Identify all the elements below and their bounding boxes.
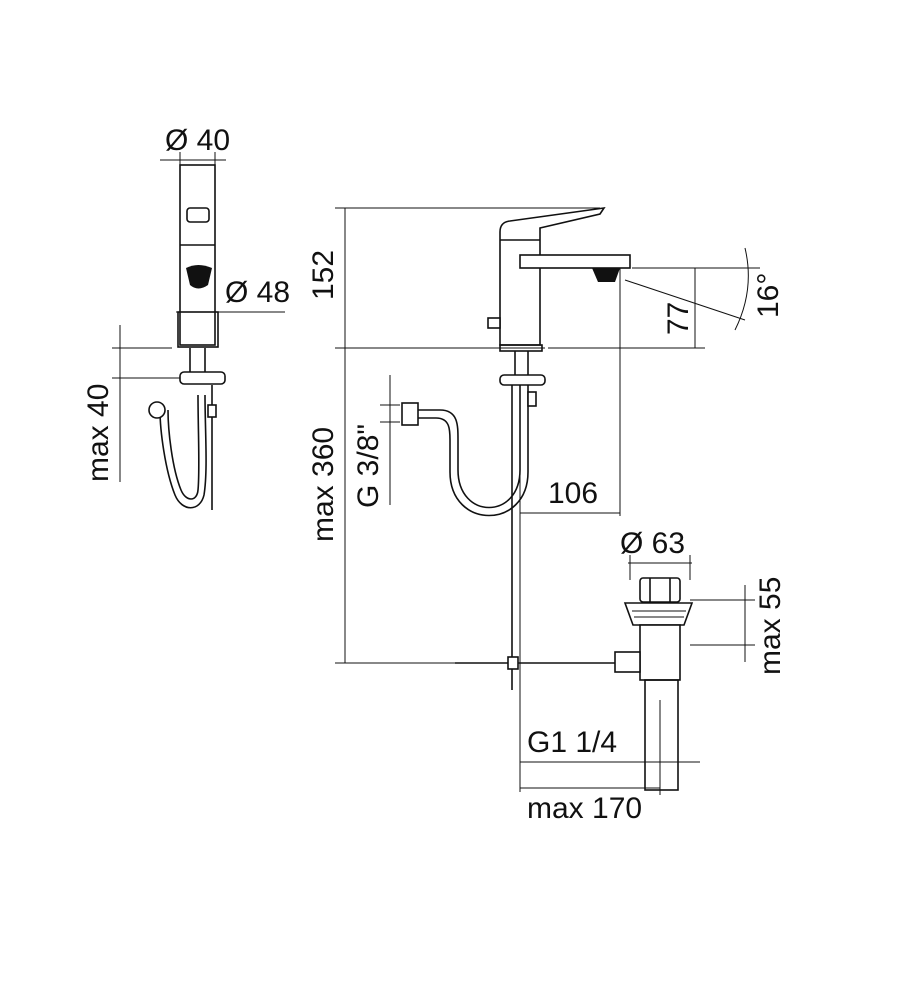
angle-16-label: 16°	[752, 273, 785, 318]
mounting-flange	[179, 371, 226, 385]
spout	[519, 254, 631, 269]
g1-1-4-label: G1 1/4	[527, 726, 617, 759]
height-77-label: 77	[662, 302, 695, 335]
faucet-body	[179, 164, 216, 346]
drain-assembly: Ø 63 max 55 G1 1/4 max 170	[520, 527, 787, 825]
max-360-label: max 360	[307, 427, 340, 542]
hose-connector	[401, 402, 419, 426]
max-55-label: max 55	[754, 577, 787, 675]
handle-slot	[186, 207, 210, 223]
aerator	[592, 268, 620, 282]
g-3-8-label: G 3/8"	[352, 424, 385, 508]
angle-arc	[734, 247, 749, 331]
supply-hose	[418, 385, 521, 509]
faucet-body	[499, 206, 606, 346]
side-view: Ø 40 Ø 48 max 40	[82, 124, 290, 510]
height-152-label: 152	[307, 250, 340, 300]
hose-connector	[148, 401, 166, 419]
drain-flange	[623, 602, 694, 626]
drain-body	[639, 624, 681, 681]
drain-cap	[639, 577, 681, 603]
diameter-63-label: Ø 63	[620, 527, 685, 560]
supply-hose	[159, 394, 207, 509]
diameter-40-label: Ø 40	[165, 124, 230, 157]
aerator	[186, 265, 212, 289]
max-40-label: max 40	[82, 384, 115, 482]
diameter-48-label: Ø 48	[225, 276, 290, 309]
max-170-label: max 170	[527, 792, 642, 825]
front-view: 152 max 360 G 3/8" 16° 77 106	[307, 206, 785, 792]
mounting-flange	[499, 374, 546, 386]
reach-106-label: 106	[548, 477, 598, 510]
drain-pipe	[644, 679, 679, 791]
